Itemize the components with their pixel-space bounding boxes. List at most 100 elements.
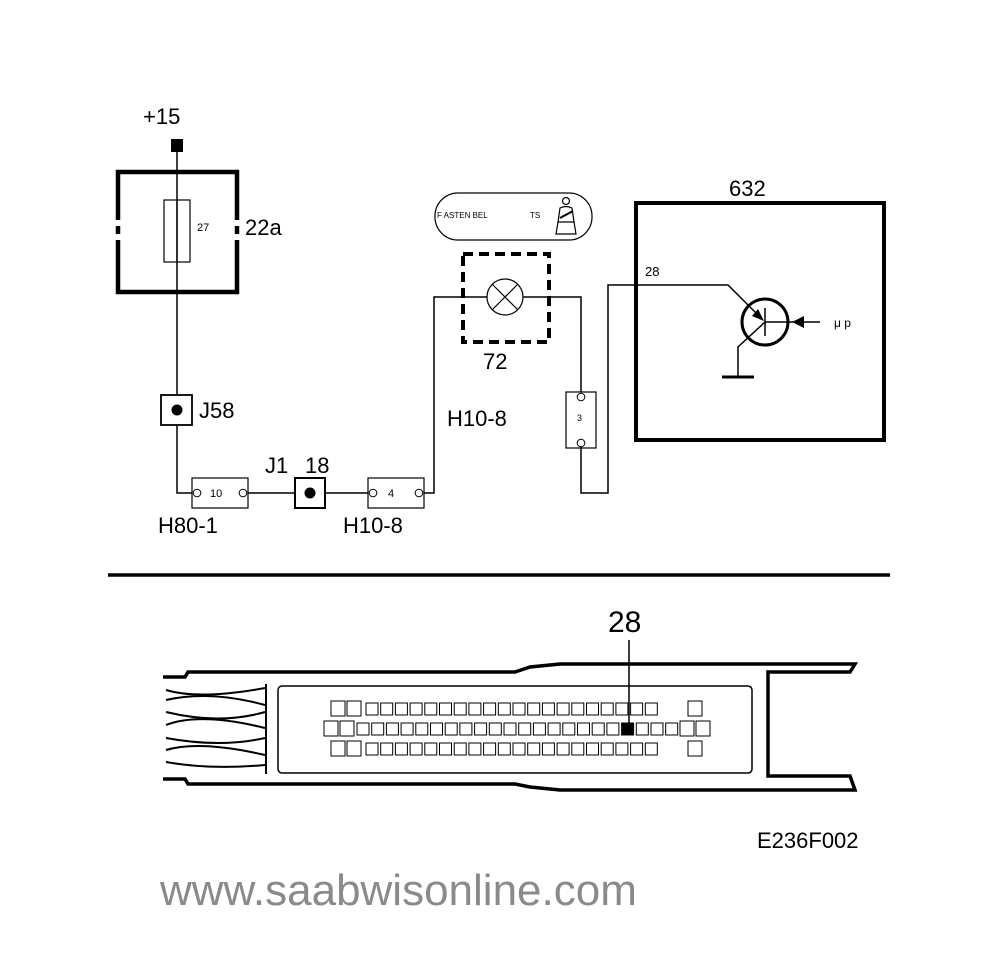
connector-pin: [577, 722, 590, 736]
wire-to-module: [580, 284, 761, 494]
wire-to-lamp: [424, 296, 487, 494]
connector-pin: [644, 742, 658, 756]
fuse-box-22a: [115, 169, 240, 295]
connector-h10-8-lower: [367, 477, 425, 509]
connector-pin: [488, 722, 502, 736]
connector-pin: [430, 722, 443, 736]
connector-pin: [323, 720, 339, 737]
connector-pin: [606, 722, 620, 736]
connector-pin: [650, 722, 664, 736]
wire-supply: [176, 152, 193, 494]
seatbelt-icon: [555, 196, 577, 235]
watermark: www.saabwisonline.com: [159, 866, 637, 915]
lamp-cross-icon: [491, 283, 519, 311]
highlighted-pin: [621, 722, 635, 736]
figure-id: E236F002: [757, 828, 859, 853]
connector-pin: [371, 722, 385, 736]
splice-j58-label: J58: [199, 398, 234, 423]
connector-pin: [532, 722, 546, 736]
h10-8-upper-label: H10-8: [447, 406, 507, 431]
connector-h80-1: [191, 477, 249, 509]
connector-pin: [547, 722, 561, 736]
connector-pin: [497, 742, 511, 756]
connector-pin: [380, 702, 394, 716]
connector-pin: [339, 720, 355, 737]
supply-terminal: [171, 139, 183, 152]
connector-pin: [497, 702, 511, 716]
lamp-housing-72: [461, 252, 551, 344]
connector-pin: [562, 722, 576, 736]
connector-pin: [415, 722, 429, 736]
connector-pin: [346, 700, 362, 717]
connector-pin: [400, 722, 414, 736]
connector-pin: [615, 702, 629, 716]
connector-pin: [512, 742, 526, 756]
h80-1-label: H80-1: [158, 513, 218, 538]
connector-pin: [468, 702, 482, 716]
connector-pin: [512, 702, 526, 716]
connector-pin: [409, 742, 423, 756]
connector-pin: [635, 722, 649, 736]
connector-pin: [394, 742, 408, 756]
h10-8-upper-pin: 3: [577, 413, 582, 423]
connector-pin: [687, 740, 703, 757]
connector-pin: [630, 742, 644, 756]
connector-pin: [527, 702, 541, 716]
transistor-icon: [722, 297, 820, 379]
connector-pin: [439, 702, 452, 716]
supply-label: +15: [143, 104, 180, 129]
connector-pin: [541, 702, 555, 716]
connector-pin: [518, 722, 532, 736]
h10-8-lower-pin: 4: [388, 488, 394, 500]
connector-pin: [483, 702, 497, 716]
connector-pin: [541, 742, 555, 756]
connector-pin: [600, 702, 614, 716]
connector-pin: [615, 742, 629, 756]
connector-pin: [571, 742, 585, 756]
connector-pin: [365, 702, 379, 716]
connector-pin: [474, 722, 488, 736]
connector-pin: [503, 722, 517, 736]
connector-pin: [365, 742, 379, 756]
wire-lamp-out: [523, 296, 582, 392]
splice-j1-label: J1: [265, 453, 288, 478]
ecu-connector: [163, 662, 859, 792]
connector-pin: [409, 702, 423, 716]
connector-pin: [644, 702, 658, 716]
connector-pin: [385, 722, 399, 736]
connector-pin: [527, 742, 541, 756]
connector-pin: [483, 742, 497, 756]
h10-8-lower-label: H10-8: [343, 513, 403, 538]
fuse-number: 27: [197, 222, 209, 234]
connector-pin: [591, 722, 605, 736]
connector-pin: [630, 702, 644, 716]
connector-pin: [356, 722, 370, 736]
connector-pin: [556, 702, 570, 716]
splice-j1-pin: 18: [305, 453, 329, 478]
connector-pin: [600, 742, 614, 756]
connector-pin: [394, 702, 408, 716]
connector-pin: [439, 742, 452, 756]
connector-pin: [453, 742, 467, 756]
connector-pin: [571, 702, 585, 716]
fuse-box-label: 22a: [245, 215, 282, 240]
connector-pin: [586, 702, 599, 716]
splice-dot-icon: [304, 487, 316, 499]
connector-pin: [679, 720, 695, 737]
connector-housing: [277, 685, 753, 774]
wire-bundle-icon: [165, 684, 267, 774]
connector-pin: [556, 742, 570, 756]
h80-1-pin: 10: [210, 488, 222, 500]
connector-pin: [468, 742, 482, 756]
connector-pin: [424, 702, 438, 716]
connector-pin: [459, 722, 473, 736]
connector-pin: [346, 740, 362, 757]
warning-text-right: TS: [530, 211, 540, 220]
connector-pin: [453, 702, 467, 716]
connector-pin: [695, 720, 711, 737]
connector-pin: [586, 742, 599, 756]
connector-pins: [323, 700, 711, 757]
module-pin-label: 28: [645, 264, 659, 279]
